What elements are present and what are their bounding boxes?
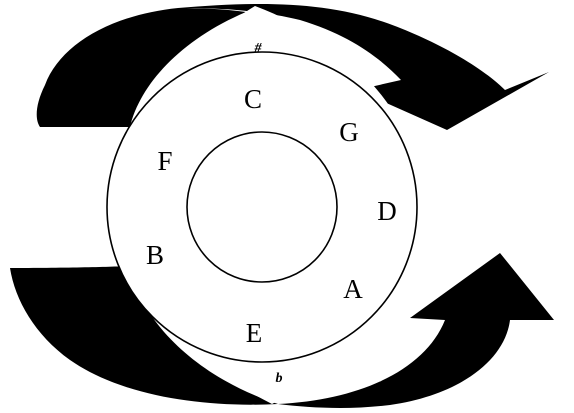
note-label-b: B [146,240,164,270]
note-label-e: E [246,318,263,348]
note-label-a: A [343,274,363,304]
note-label-f: F [157,146,172,176]
flat-symbol: b [276,371,283,386]
note-label-c: C [244,84,262,114]
note-label-g: G [339,117,359,147]
inner-ring [187,132,337,282]
sharp-symbol: # [254,41,263,56]
note-label-d: D [377,196,397,226]
